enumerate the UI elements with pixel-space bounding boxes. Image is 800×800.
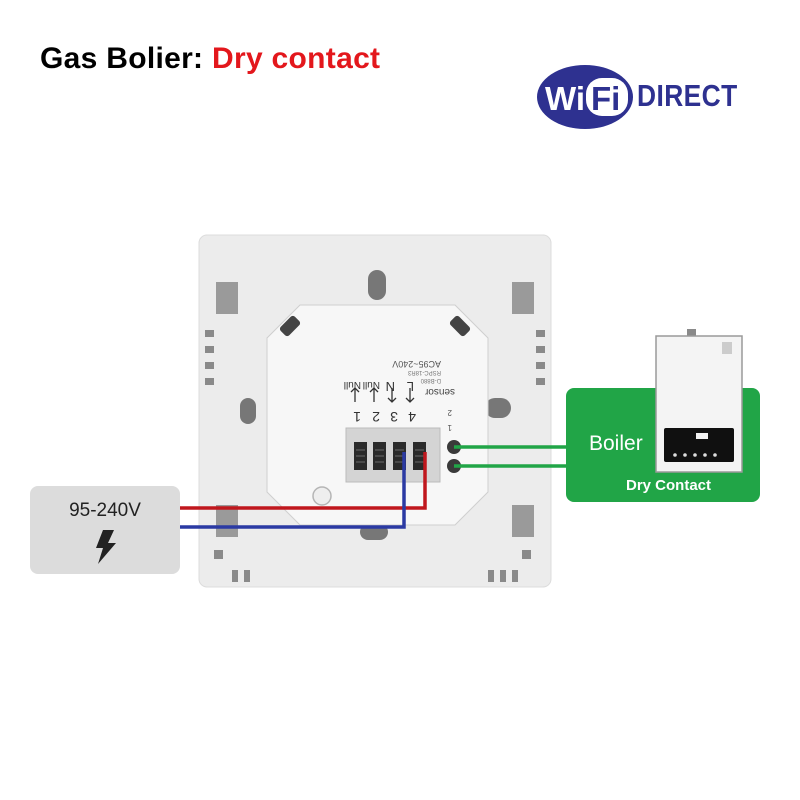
terminal-1-label: Null: [344, 379, 361, 390]
boiler-top-pipe: [687, 329, 696, 338]
terminal-2-number: 2: [372, 409, 380, 425]
boiler-subtitle: Dry Contact: [626, 477, 712, 494]
mount-slot: [216, 282, 238, 314]
mount-slot: [512, 282, 534, 314]
sensor-label: sensor: [424, 386, 455, 397]
wifi-direct-logo: Wi Fi: [537, 65, 633, 129]
boiler-buttons: [673, 453, 717, 457]
mount-slot: [512, 505, 534, 537]
terminal-4-label: L: [407, 379, 414, 394]
boiler-cert-label: [722, 342, 732, 354]
live-wire: [180, 452, 427, 510]
module-notch: [449, 315, 471, 337]
terminal-2-label: Null: [363, 379, 380, 390]
sensor-pin-1: 1: [447, 423, 452, 432]
terminal-arrows: [350, 387, 415, 403]
module-voltage-label: AC95~240V: [392, 359, 441, 369]
bottom-vents: [232, 570, 518, 582]
terminal-screw-grooves: [356, 449, 424, 463]
module-part-no: RSPC-18R3: [407, 369, 441, 375]
power-voltage-label: 95-240V: [69, 500, 141, 521]
title-accent: Dry contact: [212, 42, 381, 75]
module-notch: [279, 315, 301, 337]
page-title: Gas Bolier: Dry contact: [40, 42, 380, 76]
mount-hole: [368, 270, 386, 300]
wifi-logo-fi: Fi: [591, 80, 620, 117]
mount-slot: [216, 505, 238, 537]
boiler-display-readout: [696, 433, 708, 439]
mount-hole: [485, 398, 511, 418]
module-screw: [312, 486, 332, 506]
module-part-no-2: D-B880: [420, 377, 441, 383]
terminal-3-number: 3: [390, 409, 398, 425]
wifi-logo-direct: DIRECT: [637, 78, 738, 113]
terminal-1-number: 1: [353, 409, 361, 425]
boiler-display-panel: [664, 428, 734, 462]
terminal-3-label: N: [386, 379, 395, 394]
side-vents-left: [205, 330, 223, 559]
power-supply-box: 95-240V: [30, 486, 180, 574]
boiler-label: Boiler: [589, 432, 643, 455]
wifi-logo-fi-badge: [586, 78, 628, 116]
side-vents-right: [522, 330, 545, 559]
wifi-logo-wi: Wi: [545, 80, 585, 117]
sensor-pin-2: 2: [447, 408, 452, 417]
mount-hole: [240, 398, 256, 424]
terminal-4-number: 4: [408, 409, 416, 425]
terminal-labels: Null Null N L 1 2 3 4: [344, 379, 416, 425]
gas-boiler-icon: [655, 329, 743, 473]
title-lead: Gas Bolier:: [40, 42, 204, 75]
lightning-bolt-icon: [96, 530, 116, 564]
neutral-wire: [180, 452, 406, 529]
